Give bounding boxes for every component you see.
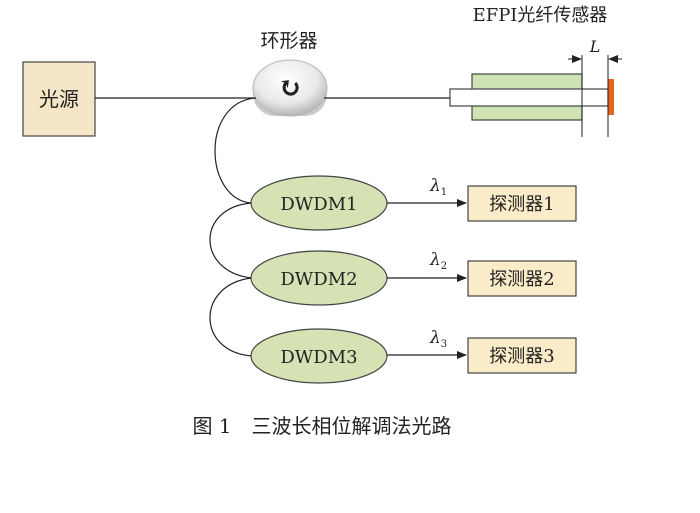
circulator-icon: ↻ — [278, 71, 301, 104]
wavelength-label-1: λ1 — [429, 176, 447, 198]
light-source: 光源 — [22, 61, 96, 137]
detector-label: 探测器2 — [489, 269, 554, 290]
dwdm-unit-3: DWDM3 — [250, 328, 388, 384]
circulator: ↻ 环形器 — [252, 30, 328, 117]
dwdm-unit-1: DWDM1 — [250, 175, 388, 231]
fiber-dwdm1-to-dwdm2 — [209, 202, 253, 279]
detector-1: 探测器1 — [467, 185, 577, 222]
wavelength-label-2: λ2 — [429, 250, 447, 272]
dwdm-label: DWDM1 — [280, 194, 357, 215]
circulator-label: 环形器 — [260, 30, 317, 52]
figure-caption: 图 1 三波长相位解调法光路 — [192, 414, 451, 438]
fiber-circulator-to-dwdm1 — [214, 97, 257, 204]
wavelength-label-3: λ3 — [429, 328, 447, 350]
dwdm-label: DWDM2 — [280, 269, 357, 290]
fiber-dwdm2-to-dwdm3 — [209, 277, 253, 357]
dwdm-label: DWDM3 — [280, 347, 357, 368]
detector-3: 探测器3 — [467, 337, 577, 374]
dwdm-unit-2: DWDM2 — [250, 250, 388, 306]
cavity-length-label: L — [589, 37, 601, 56]
sensor-label: EFPI光纤传感器 — [473, 5, 608, 26]
sensor-fiber — [449, 88, 609, 107]
sensor-reflector — [608, 79, 614, 115]
efpi-sensor: EFPI光纤传感器 L — [449, 5, 622, 137]
light-source-label: 光源 — [39, 87, 79, 111]
detector-label: 探测器3 — [489, 346, 554, 367]
detector-label: 探测器1 — [489, 194, 554, 215]
detector-2: 探测器2 — [467, 260, 577, 297]
